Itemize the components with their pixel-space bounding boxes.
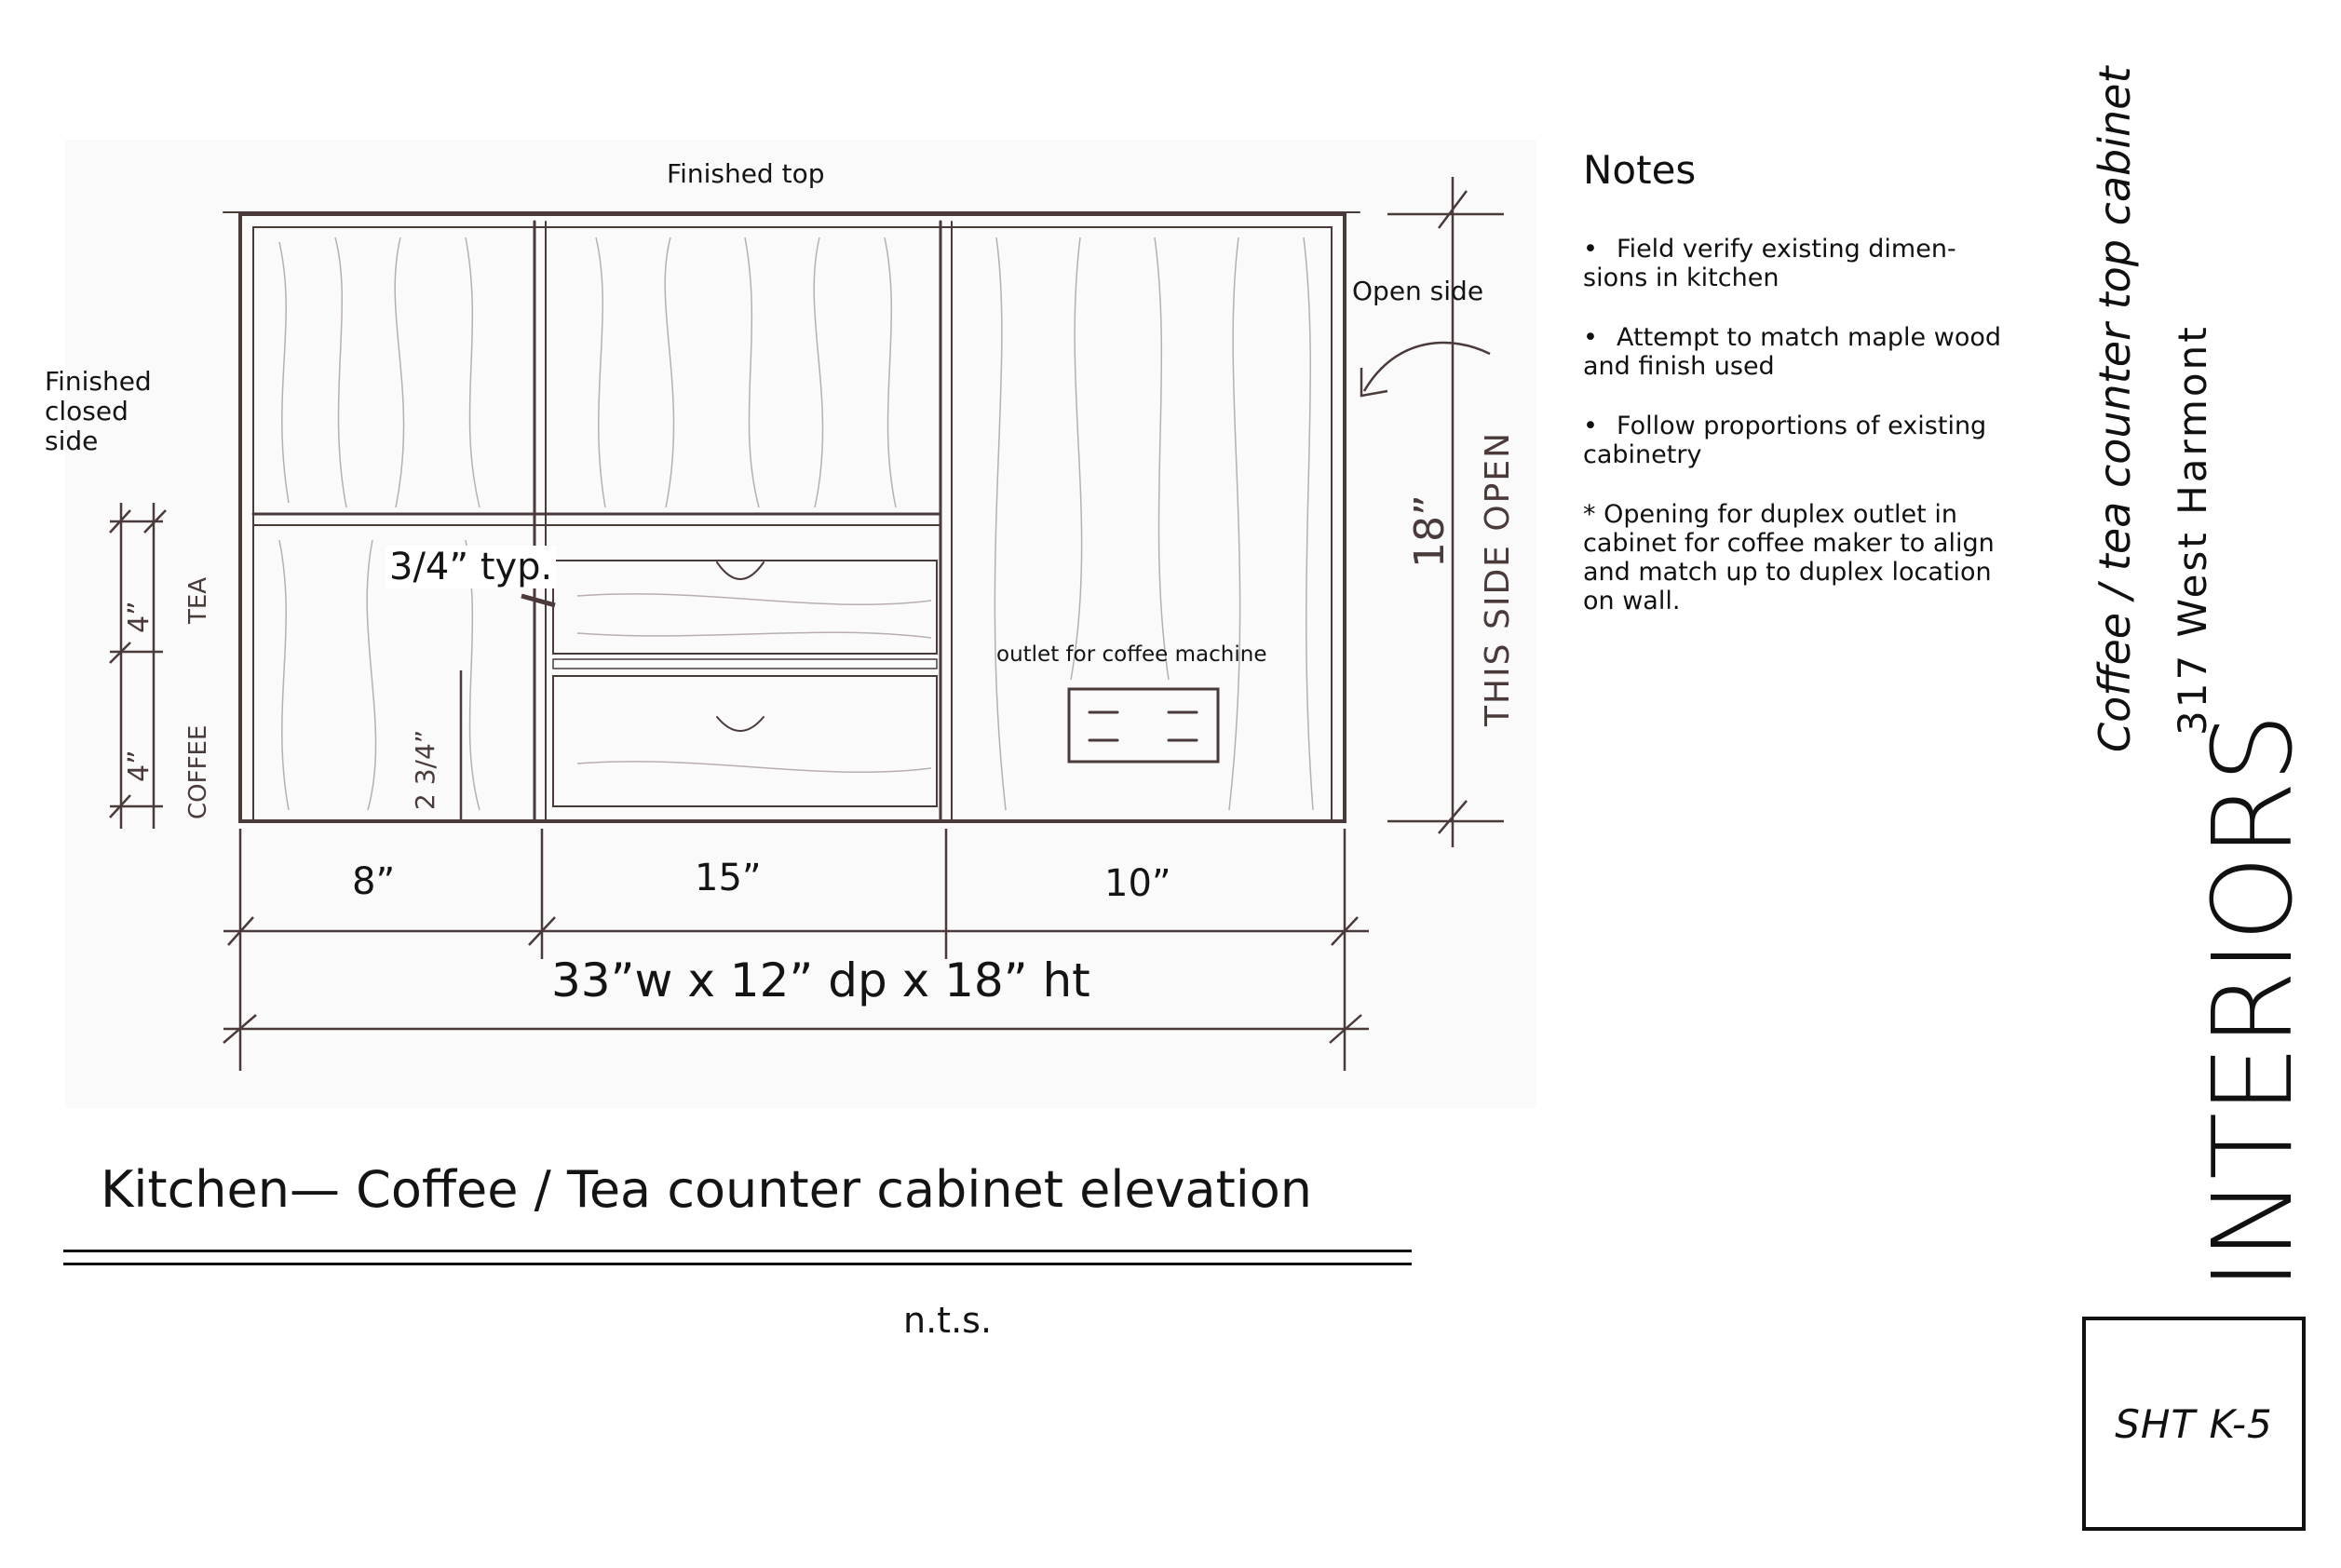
this-side-open-label: THIS SIDE OPEN bbox=[1479, 430, 1517, 726]
drawing-title: Kitchen— Coffee / Tea counter cabinet el… bbox=[101, 1160, 1313, 1219]
note-item: * Opening for duplex outlet in cabinet f… bbox=[1583, 500, 2067, 615]
sketch-paper bbox=[65, 140, 1536, 1108]
outlet-label: outlet for coffee machine bbox=[996, 642, 1267, 667]
notes-title: Notes bbox=[1583, 147, 1697, 193]
finished-closed-side-line-2: closed bbox=[45, 396, 129, 426]
dim-4-upper: 4” bbox=[123, 601, 156, 633]
width-middle-label: 15” bbox=[695, 857, 762, 899]
project-address: 317 West Harmont bbox=[2170, 324, 2215, 736]
note-bullet: • bbox=[1583, 412, 1598, 440]
cabinet-outline bbox=[223, 211, 1360, 823]
note-item: •Field verify existing dimen- sions in k… bbox=[1583, 235, 2067, 292]
thickness-label: 3/4” typ. bbox=[386, 546, 557, 588]
title-underline-bottom bbox=[63, 1263, 1412, 1265]
note-bullet: • bbox=[1583, 323, 1598, 352]
wood-grain bbox=[278, 237, 1314, 811]
dimension-lines bbox=[109, 177, 1504, 1071]
width-right-label: 10” bbox=[1104, 862, 1171, 905]
note-text: Follow proportions of existing cabinetry bbox=[1583, 412, 1987, 469]
width-left-label: 8” bbox=[352, 860, 396, 903]
note-text: Attempt to match maple wood and finish u… bbox=[1583, 323, 2001, 381]
finished-closed-side-line-3: side bbox=[45, 426, 99, 456]
title-underline-top bbox=[63, 1250, 1412, 1252]
interiors-logo: INTERIORS bbox=[2188, 714, 2317, 1291]
dim-4-lower: 4” bbox=[123, 750, 156, 782]
sheet-number-box: SHT K-5 bbox=[2082, 1317, 2306, 1531]
note-item: •Attempt to match maple wood and finish … bbox=[1583, 323, 2067, 381]
notes-list: •Field verify existing dimen- sions in k… bbox=[1583, 235, 2067, 646]
finished-closed-side-line-1: Finished bbox=[45, 366, 152, 397]
project-title: Coffee / tea counter top cabinet bbox=[2090, 66, 2140, 752]
coffee-label: COFFEE bbox=[184, 724, 212, 819]
finished-closed-side-label: Finished closed side bbox=[45, 367, 152, 456]
open-side-label: Open side bbox=[1352, 276, 1484, 306]
dim-two-three-quarter: 2 3/4” bbox=[410, 729, 440, 810]
scale-label: n.t.s. bbox=[903, 1300, 993, 1341]
height-dimension-label: 18” bbox=[1406, 494, 1454, 568]
note-item: •Follow proportions of existing cabinetr… bbox=[1583, 412, 2067, 469]
finished-top-label: Finished top bbox=[667, 158, 825, 189]
tea-label: TEA bbox=[184, 576, 212, 624]
sheet-number: SHT K-5 bbox=[2115, 1400, 2273, 1447]
note-bullet: • bbox=[1583, 235, 1598, 264]
note-text: Field verify existing dimen- sions in ki… bbox=[1583, 235, 1956, 292]
note-text: * Opening for duplex outlet in cabinet f… bbox=[1583, 500, 1995, 615]
overall-dimension-label: 33”w x 12” dp x 18” ht bbox=[551, 953, 1090, 1007]
